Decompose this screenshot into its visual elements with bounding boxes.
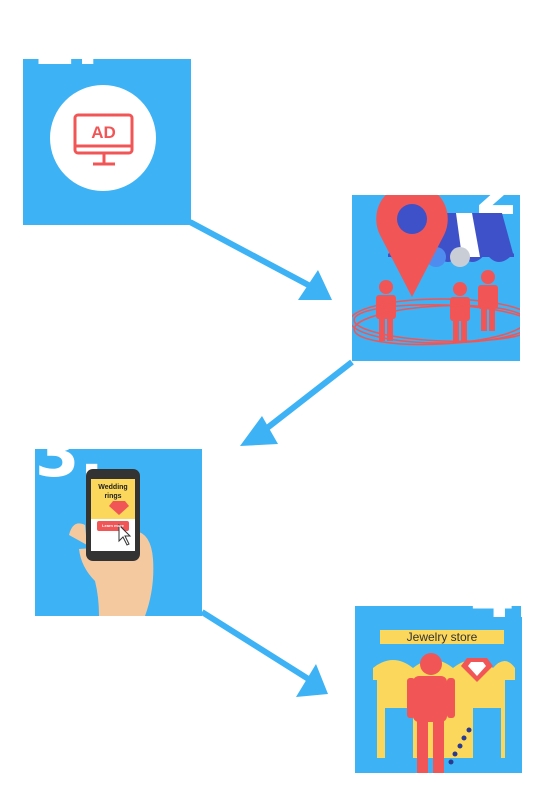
phone-title: Wedding rings [98,484,128,500]
diamond-icon [109,501,129,515]
step-4-number: 4. [470,606,522,628]
cursor-icon [118,523,132,546]
step-1-number: 1. [31,59,100,75]
step-2-panel: 2. [352,195,520,361]
step-1-panel: 1. AD [23,59,191,225]
phone-in-hand-icon [69,469,154,616]
ad-circle [50,85,156,191]
footsteps-icon [448,727,472,765]
step-3-panel: 3. Wedding rings Learn more [35,449,202,616]
step-4-panel: 4. Jewelry store [355,606,522,773]
ad-label: AD [91,123,116,142]
store-sign [380,630,504,644]
store-sign-text: Jewelry store [406,630,478,644]
arrow-2-to-3 [240,359,354,446]
map-pin-store-icon [352,195,520,346]
person-icon [407,653,455,773]
arrow-3-to-4 [200,609,328,697]
target-scribble [352,298,520,346]
phone-button: Learn more [102,523,124,528]
map-pin-icon [376,195,448,297]
ad-monitor-icon [73,113,134,166]
jewelry-store-icon [373,630,515,773]
arrow-1-to-2 [188,219,332,300]
